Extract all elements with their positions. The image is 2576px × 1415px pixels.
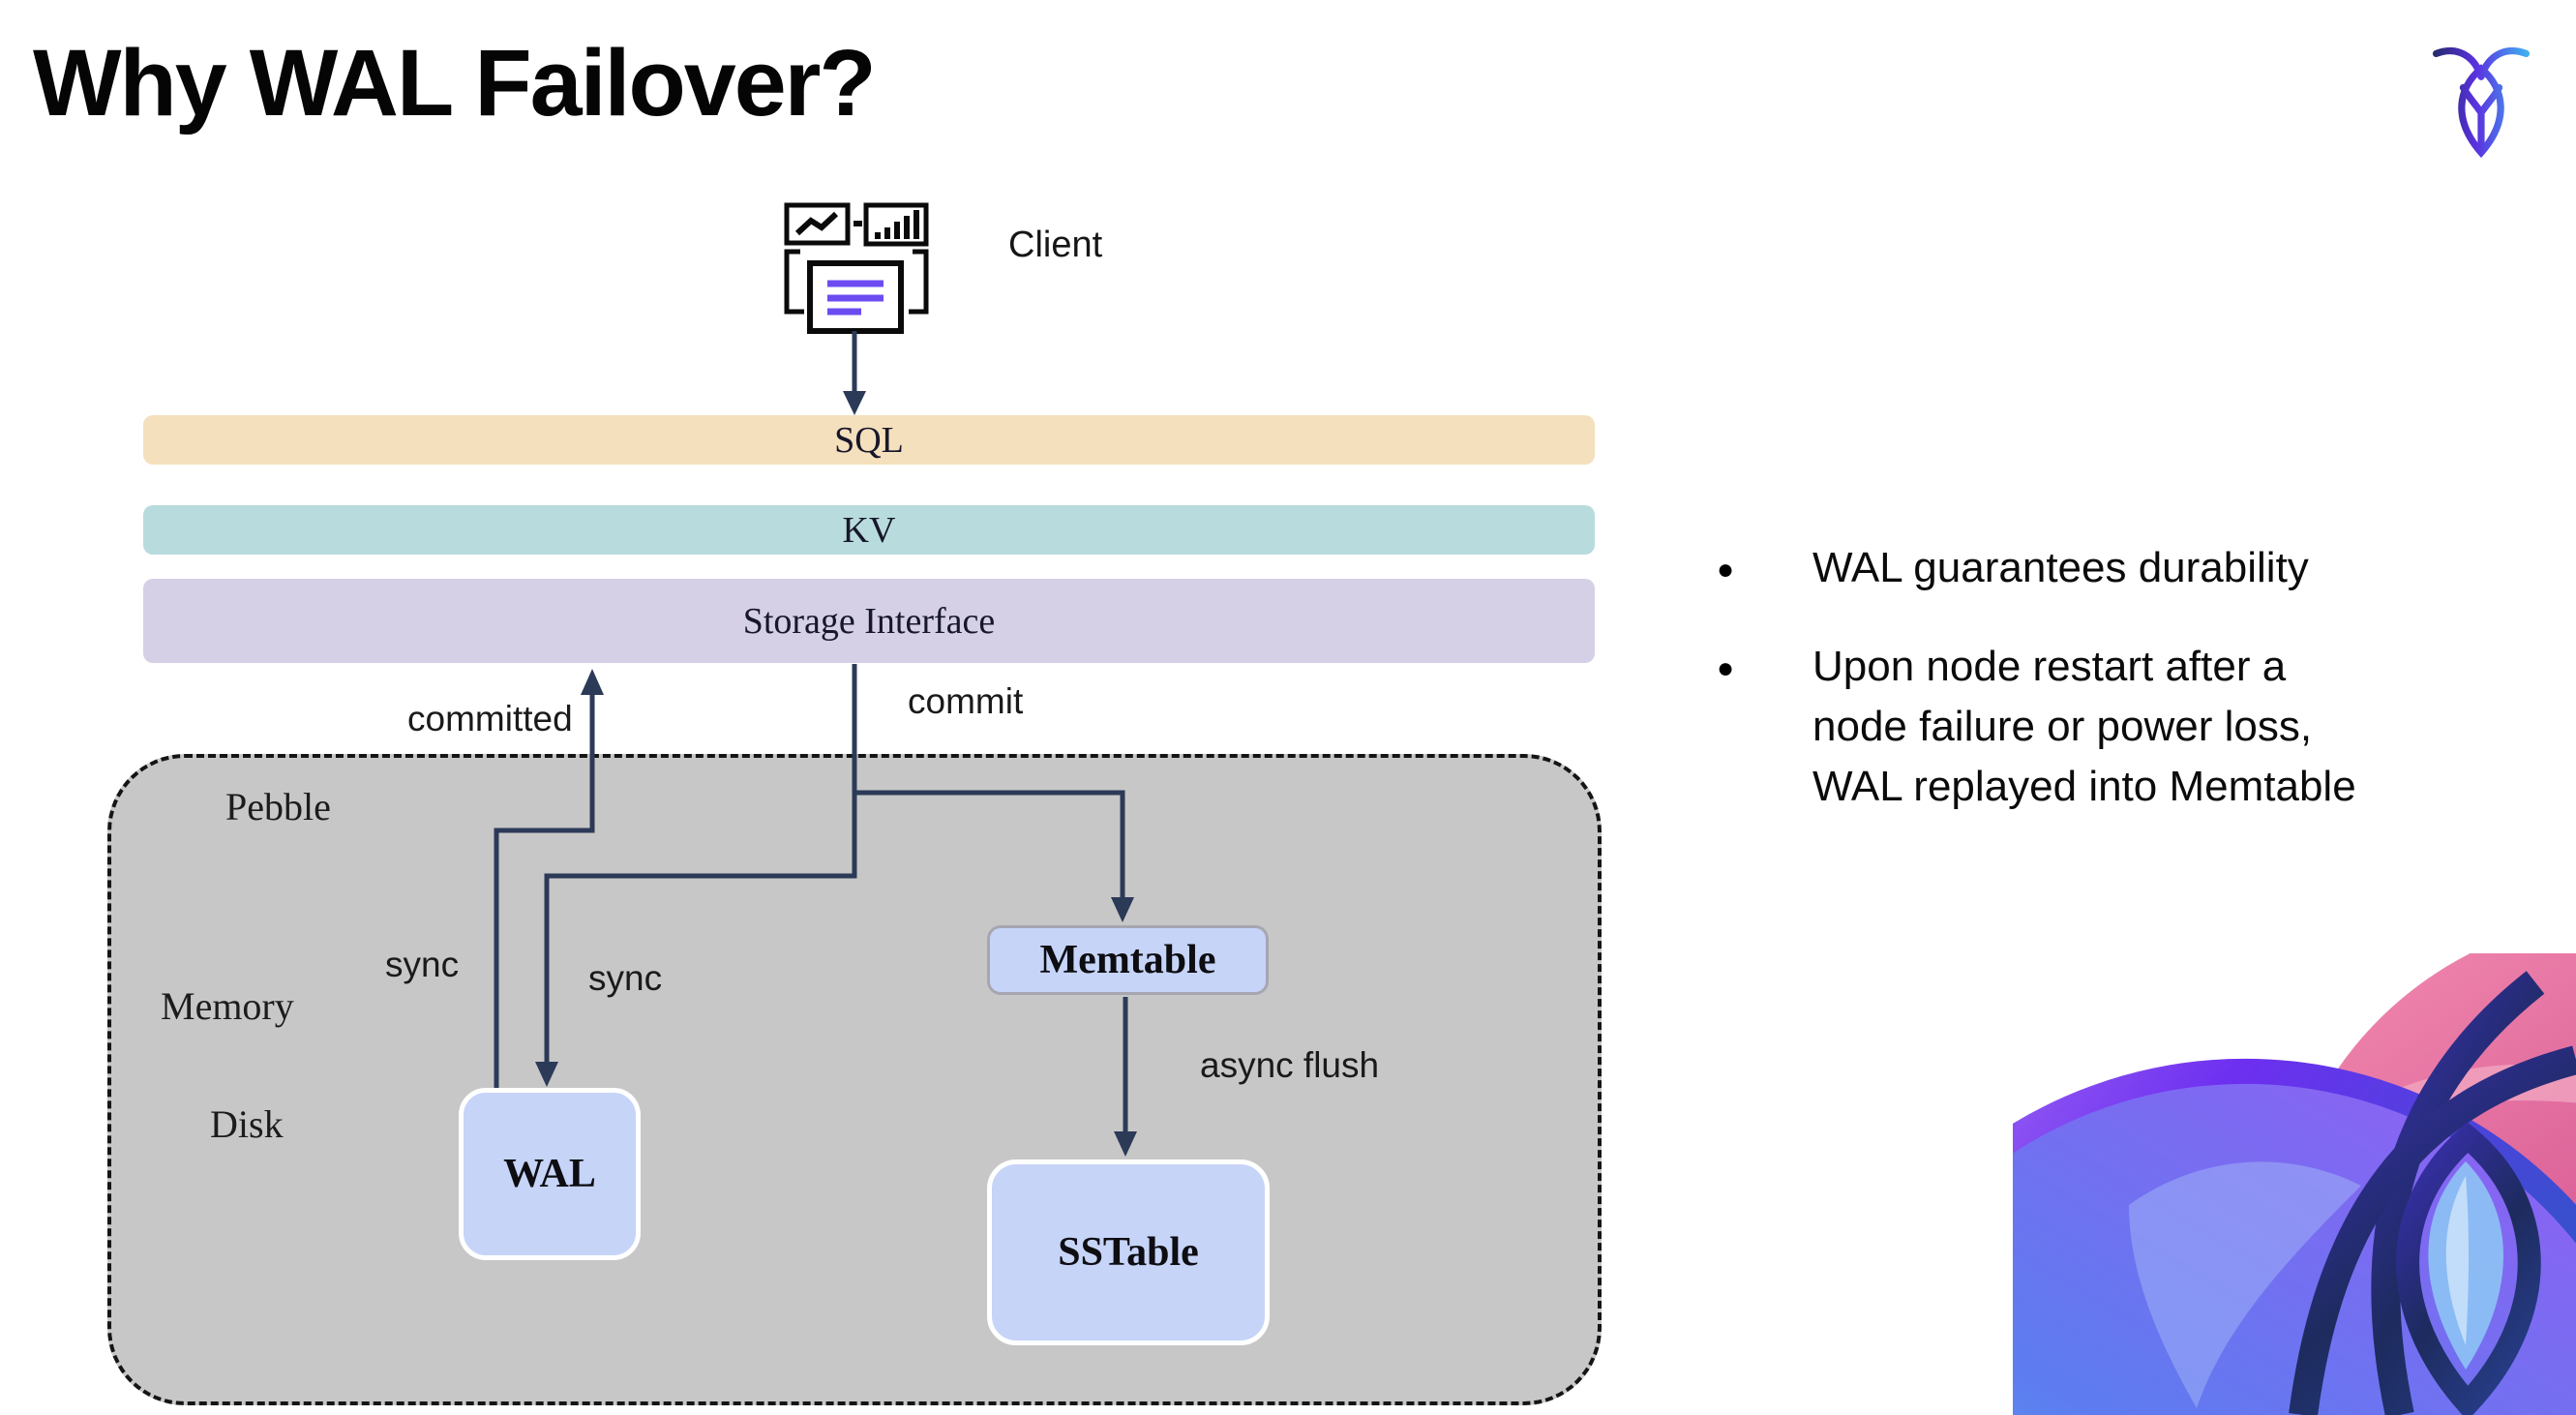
- commit-edge-label: commit: [908, 681, 1024, 721]
- layer-bar-sql: SQL: [143, 415, 1595, 465]
- document-lines: [827, 280, 884, 316]
- disk-label: Disk: [210, 1102, 284, 1146]
- sstable-node: SSTable: [987, 1159, 1270, 1345]
- layer-bar-storage-interface: Storage Interface: [143, 579, 1595, 663]
- bullet-list: ● WAL guarantees durability ● Upon node …: [1717, 538, 2520, 817]
- wal-label: WAL: [503, 1152, 596, 1196]
- async-flush-edge-label: async flush: [1200, 1045, 1380, 1085]
- pebble-label: Pebble: [225, 785, 331, 828]
- memtable-node: Memtable: [987, 925, 1269, 995]
- sstable-label: SSTable: [1058, 1230, 1199, 1275]
- client-label: Client: [1008, 225, 1103, 265]
- cockroach-sphere-artwork: [2013, 953, 2576, 1415]
- list-item: ● Upon node restart after a node failure…: [1717, 637, 2520, 817]
- memory-label: Memory: [161, 984, 294, 1028]
- bullet-marker: ●: [1717, 652, 1735, 684]
- layer-label-storage-interface: Storage Interface: [742, 600, 996, 642]
- bar-chart-glyph: [875, 210, 919, 239]
- page-title: Why WAL Failover?: [33, 30, 877, 135]
- bullet-text: Upon node restart after a node failure o…: [1812, 643, 2356, 810]
- client-monitors-icon: [784, 202, 929, 334]
- cockroach-logo-icon: [2432, 46, 2531, 159]
- sync-down-edge-label: sync: [588, 958, 663, 998]
- bullet-text: WAL guarantees durability: [1812, 544, 2309, 591]
- layer-label-sql: SQL: [834, 419, 904, 461]
- bullet-marker: ●: [1717, 554, 1735, 586]
- layer-bar-kv: KV: [143, 505, 1595, 555]
- dash-connector: [854, 221, 862, 226]
- committed-edge-label: committed: [407, 699, 573, 738]
- memtable-label: Memtable: [1039, 938, 1216, 982]
- list-item: ● WAL guarantees durability: [1717, 538, 2520, 600]
- layer-label-kv: KV: [842, 509, 896, 551]
- wal-node: WAL: [459, 1088, 641, 1260]
- sync-up-edge-label: sync: [385, 945, 460, 984]
